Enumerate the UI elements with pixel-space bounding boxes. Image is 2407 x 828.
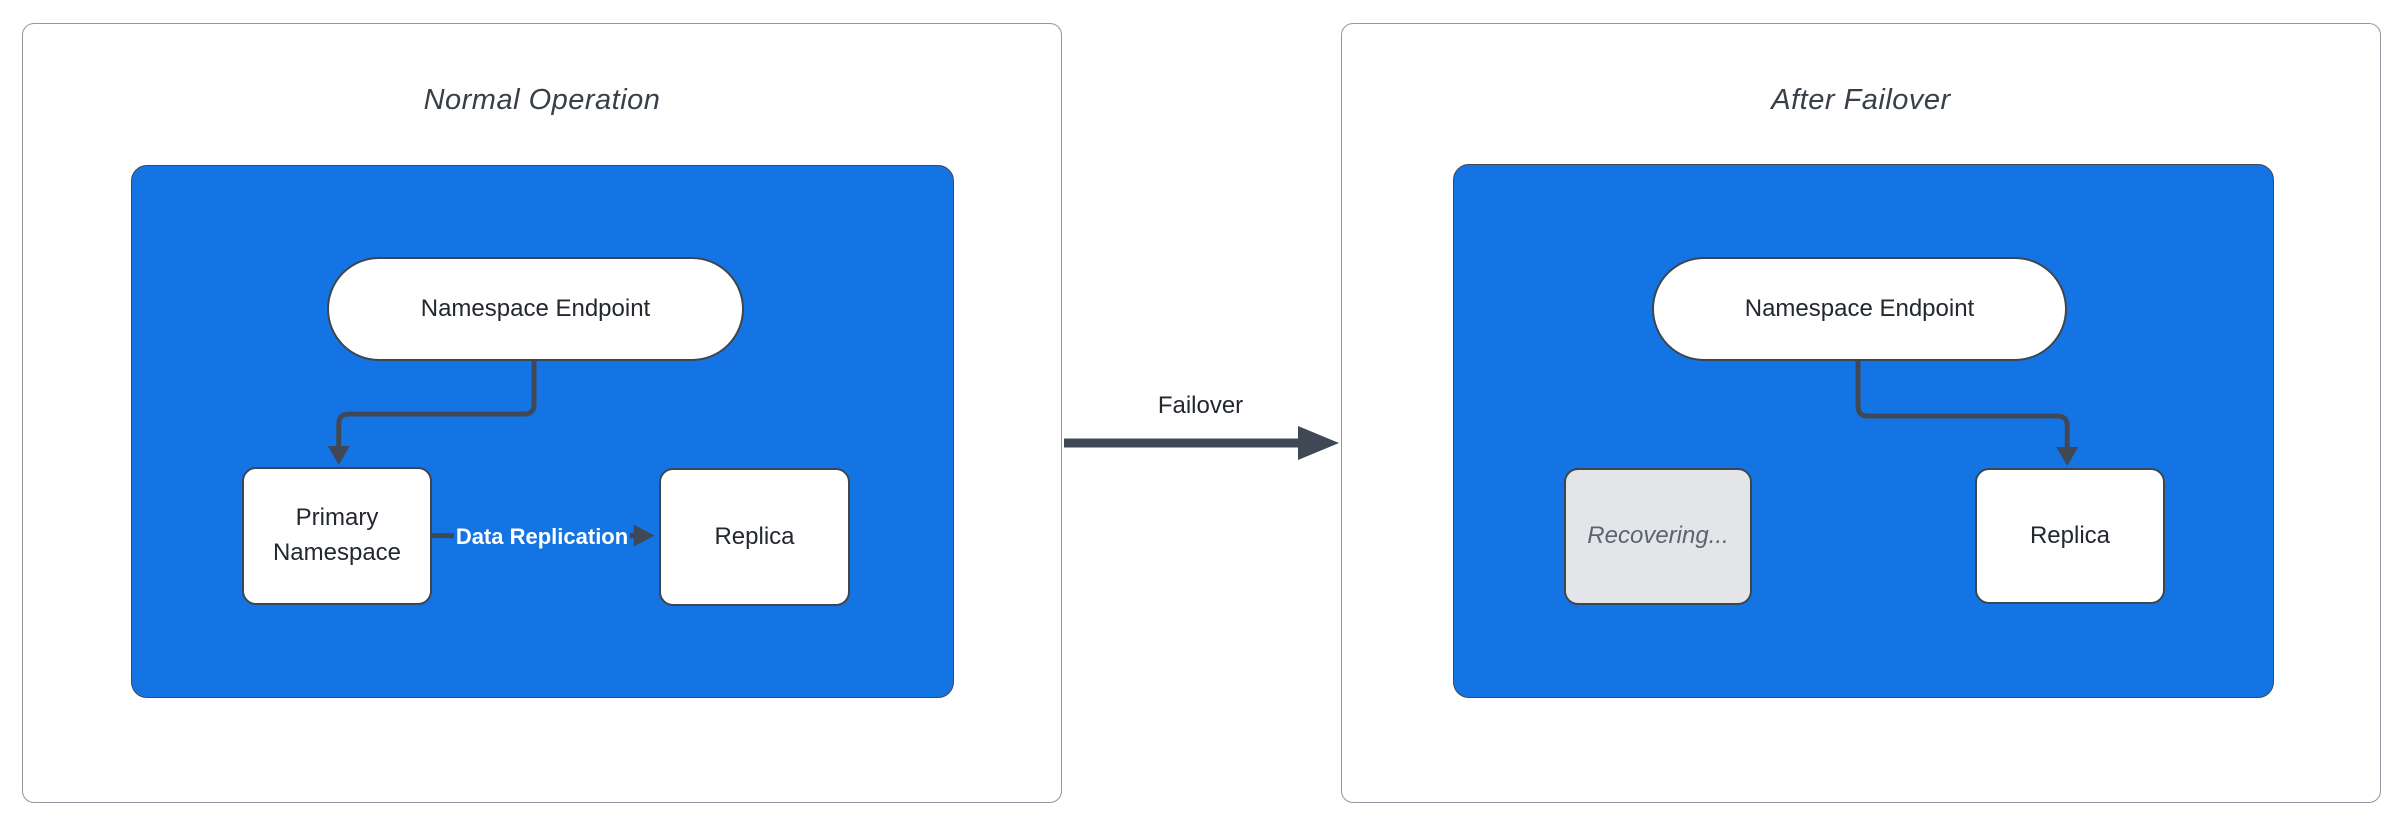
connector-edges-right	[1855, 360, 2079, 466]
node-primary-namespace-label: Primary Namespace	[272, 504, 402, 566]
panel-normal-operation: Normal Operation Namespace Endpoint Prim…	[22, 23, 1062, 803]
node-replica-right-label: Replica	[2029, 521, 2111, 549]
node-replica-right: Replica	[1975, 468, 2165, 604]
cluster-normal-operation: Namespace Endpoint Primary Namespace Rep…	[131, 165, 954, 698]
node-recovering: Recovering...	[1564, 468, 1752, 605]
cluster-after-failover: Namespace Endpoint Recovering... Replica	[1453, 164, 2274, 698]
node-replica-left: Replica	[659, 468, 850, 606]
node-namespace-endpoint-right-label: Namespace Endpoint	[1744, 295, 1975, 322]
panel-title-after-failover: After Failover	[1771, 84, 1951, 116]
failover-arrow-icon	[1064, 426, 1339, 460]
failover-arrow-label: Failover	[1157, 392, 1244, 419]
node-primary-namespace: Primary Namespace	[242, 467, 432, 605]
node-namespace-endpoint-right: Namespace Endpoint	[1652, 257, 2067, 361]
edge-label-data-replication: Data Replication	[453, 523, 631, 551]
arrowhead-down-icon	[2056, 446, 2079, 466]
node-namespace-endpoint-label: Namespace Endpoint	[420, 295, 651, 322]
arrowhead-right-icon	[633, 524, 655, 547]
panel-after-failover: After Failover Namespace Endpoint Recove…	[1341, 23, 2381, 803]
connector-edges-left	[327, 360, 655, 547]
panel-title-normal-operation: Normal Operation	[423, 84, 661, 116]
node-replica-left-label: Replica	[714, 522, 795, 550]
arrowhead-down-icon	[327, 445, 350, 465]
node-namespace-endpoint: Namespace Endpoint	[327, 257, 744, 361]
node-recovering-label: Recovering...	[1587, 522, 1729, 550]
